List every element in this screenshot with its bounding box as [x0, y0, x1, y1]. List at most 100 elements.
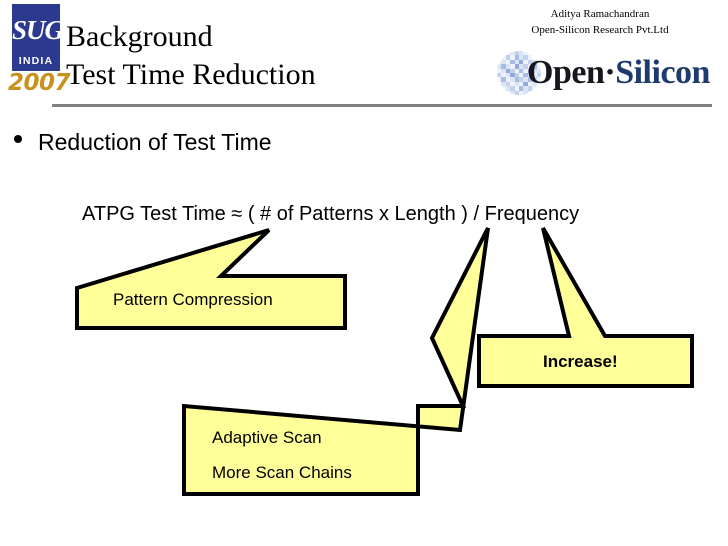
orb-tile — [514, 86, 519, 91]
orb-tile — [519, 59, 524, 65]
orb-tile — [510, 64, 515, 69]
callout-pattern-compression — [75, 228, 347, 330]
orb-tile — [523, 81, 528, 87]
orb-tile — [497, 64, 502, 69]
orb-tile — [527, 86, 533, 91]
orb-tile — [510, 77, 515, 82]
orb-tile — [505, 77, 511, 82]
page-title-line-1: Background — [66, 20, 213, 53]
orb-tile — [501, 55, 506, 60]
orb-tile — [527, 90, 533, 95]
orb-tile — [536, 59, 541, 65]
orb-tile — [527, 59, 533, 65]
callout-adaptive-scan-line-1: Adaptive Scan — [212, 428, 322, 447]
callout-adaptive-scan — [182, 227, 490, 496]
callout-increase-label: Increase! — [543, 352, 618, 371]
orb-tile — [505, 51, 511, 56]
orb-tile — [514, 64, 519, 69]
header-divider — [52, 104, 712, 107]
orb-tile — [505, 73, 511, 78]
orb-tile — [497, 68, 502, 73]
orb-tile — [519, 77, 524, 82]
orb-tile — [523, 73, 528, 78]
orb-tile — [514, 73, 519, 78]
orb-tile — [501, 68, 506, 73]
orb-tile — [501, 59, 506, 65]
orb-tile — [536, 51, 541, 56]
orb-tile — [510, 81, 515, 87]
orb-tile — [510, 59, 515, 65]
orb-tile — [532, 90, 537, 95]
orb-tile — [536, 77, 541, 82]
orb-tile — [519, 64, 524, 69]
orb-tile — [505, 90, 511, 95]
open-silicon-orb-icon — [497, 51, 541, 95]
orb-tile — [514, 68, 519, 73]
orb-tile — [505, 86, 511, 91]
orb-tile — [510, 86, 515, 91]
orb-tile — [501, 64, 506, 69]
orb-tile — [501, 81, 506, 87]
callout-increase — [477, 227, 694, 388]
orb-tile — [519, 81, 524, 87]
orb-tile — [536, 73, 541, 78]
orb-tile — [532, 59, 537, 65]
orb-tile — [532, 77, 537, 82]
orb-tile — [505, 59, 511, 65]
orb-tile — [523, 77, 528, 82]
orb-tile — [536, 81, 541, 87]
orb-tile — [497, 73, 502, 78]
orb-tile — [497, 86, 502, 91]
orb-tile — [527, 64, 533, 69]
sug-logo-year: 2007 — [8, 70, 71, 96]
orb-tile — [519, 55, 524, 60]
page-title-line-2: Test Time Reduction — [66, 58, 316, 91]
orb-tile — [510, 55, 515, 60]
orb-tile — [519, 68, 524, 73]
orb-tile — [527, 77, 533, 82]
callout-pattern-compression-shape — [75, 228, 347, 330]
orb-tile — [514, 90, 519, 95]
orb-tile — [536, 86, 541, 91]
orb-tile — [527, 51, 533, 56]
orb-tile — [536, 90, 541, 95]
bullet-item-reduction-of-test-time: Reduction of Test Time — [14, 126, 474, 160]
orb-tile — [532, 81, 537, 87]
orb-tile — [523, 51, 528, 56]
sug-logo-mark: SUG — [12, 15, 64, 45]
orb-tile — [497, 55, 502, 60]
open-silicon-word-open: Open — [527, 54, 605, 91]
orb-tile — [497, 77, 502, 82]
callout-adaptive-scan-line-2: More Scan Chains — [212, 463, 352, 482]
open-silicon-wordmark: Open·Silicon — [527, 51, 710, 95]
page-title: Background Test Time Reduction — [66, 18, 496, 94]
orb-tile — [505, 68, 511, 73]
orb-tile — [523, 55, 528, 60]
orb-tile — [527, 81, 533, 87]
sug-logo-country: INDIA — [18, 55, 54, 67]
orb-tile — [510, 68, 515, 73]
orb-tile — [536, 68, 541, 73]
orb-tile — [505, 64, 511, 69]
orb-tile — [523, 68, 528, 73]
bullet-dot-icon — [14, 135, 22, 143]
orb-tile — [497, 90, 502, 95]
orb-tile — [501, 86, 506, 91]
orb-tile — [532, 64, 537, 69]
callout-increase-shape — [477, 227, 694, 388]
orb-tile — [523, 90, 528, 95]
bullet-label: Reduction of Test Time — [38, 129, 272, 155]
orb-tile — [501, 90, 506, 95]
orb-tile — [497, 81, 502, 87]
orb-tile — [532, 68, 537, 73]
orb-tile — [510, 73, 515, 78]
atpg-test-time-formula: ATPG Test Time ≈ ( # of Patterns x Lengt… — [82, 203, 580, 225]
orb-tile — [523, 59, 528, 65]
open-silicon-word-dot: · — [604, 54, 616, 91]
sug-logo-box — [12, 4, 60, 71]
presenter-company: Open-Silicon Research Pvt.Ltd — [531, 24, 669, 36]
orb-tile — [497, 59, 502, 65]
orb-tile — [514, 55, 519, 60]
orb-tile — [501, 73, 506, 78]
